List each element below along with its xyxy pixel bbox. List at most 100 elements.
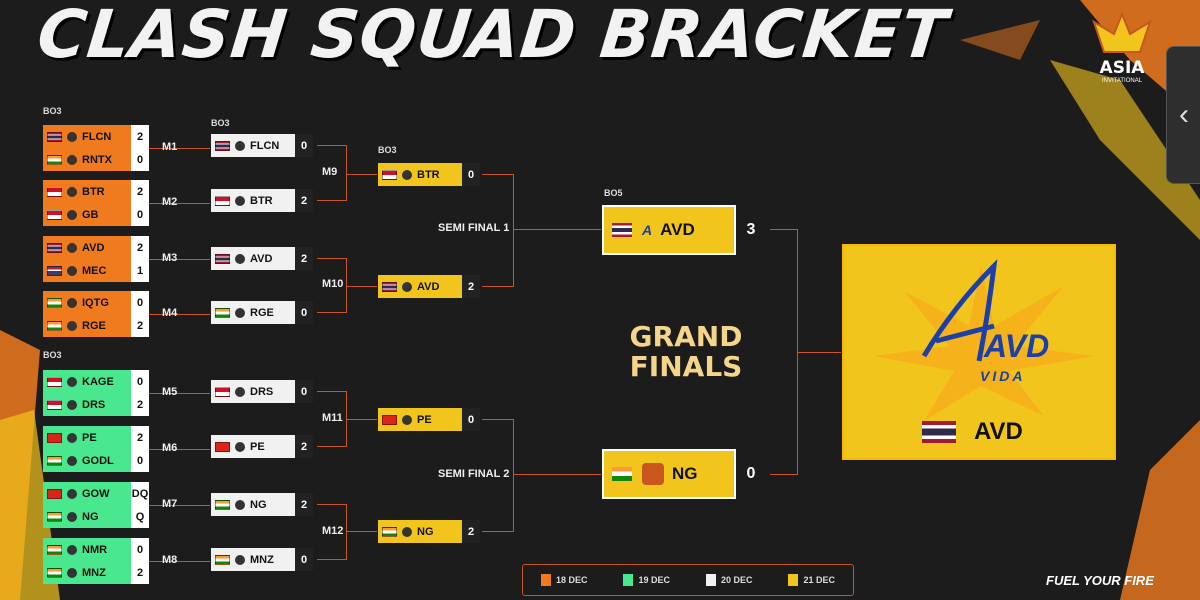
bracket-connector: [346, 145, 347, 201]
flag-icon: [215, 386, 230, 397]
team-logo-icon: [235, 253, 245, 264]
thailand-flag-icon: [612, 223, 632, 237]
flag-icon: [47, 131, 62, 142]
team-name: AVD: [417, 280, 440, 293]
team-score: 0: [295, 380, 313, 403]
team-logo-icon: [67, 265, 77, 276]
team-logo-icon: [402, 281, 412, 292]
team-name: NG: [417, 525, 434, 538]
team-logo-icon: [67, 399, 77, 410]
flag-icon: [47, 544, 62, 555]
team-logo-icon: [67, 242, 77, 253]
team-logo-icon: [235, 441, 245, 452]
team-logo-icon: [235, 499, 245, 510]
flag-icon: [215, 307, 230, 318]
team-logo-icon: [67, 432, 77, 443]
flag-icon: [47, 488, 62, 499]
flag-icon: [215, 441, 230, 452]
bracket-connector: [182, 449, 210, 450]
date-legend: 18 DEC 19 DEC 20 DEC 21 DEC: [522, 564, 854, 596]
team-score: 0: [131, 449, 149, 472]
bracket-connector: [482, 419, 514, 420]
team-logo-icon: [402, 526, 412, 537]
bracket-connector: [482, 286, 514, 287]
bracket-connector: [182, 561, 210, 562]
team-score: 0: [295, 548, 313, 571]
semi-final-1-label: SEMI FINAL 1: [438, 222, 510, 234]
team-name: BTR: [250, 194, 273, 207]
team-slot[interactable]: AVD 2: [378, 275, 480, 298]
flag-icon: [47, 399, 62, 410]
bracket-connector: [317, 200, 347, 201]
legend-date: 18 DEC: [555, 575, 588, 585]
bracket-connector: [770, 229, 798, 230]
team-score: 0: [131, 370, 149, 393]
team-logo-icon: [67, 511, 77, 522]
bracket-connector: [317, 258, 347, 259]
team-logo-icon: [235, 307, 245, 318]
legend-item: 20 DEC: [705, 574, 753, 586]
team-logo-icon: [67, 488, 77, 499]
team-score: 2: [295, 189, 313, 212]
team-score: 2: [462, 275, 480, 298]
final-slot-bottom[interactable]: NG 0: [602, 449, 766, 499]
side-panel-toggle[interactable]: ‹: [1166, 46, 1200, 184]
team-name: BTR: [417, 168, 440, 181]
team-name: NG: [250, 498, 267, 511]
legend-swatch: [705, 574, 716, 586]
format-label: BO3: [43, 106, 62, 116]
final-slot-top[interactable]: A AVD 3: [602, 205, 766, 255]
flag-icon: [47, 376, 62, 387]
team-score: 0: [295, 134, 313, 157]
team-slot[interactable]: GODL 0: [43, 449, 149, 472]
format-label: BO5: [604, 188, 623, 198]
bracket-connector: [149, 449, 204, 450]
team-name: AVD: [82, 241, 105, 254]
team-name: FLCN: [82, 130, 112, 143]
team-score: DQ: [131, 482, 149, 505]
flag-icon: [215, 554, 230, 565]
legend-swatch: [788, 574, 799, 586]
team-logo-icon: [67, 320, 77, 331]
flag-icon: [47, 186, 62, 197]
semi-final-2-label: SEMI FINAL 2: [438, 468, 510, 480]
team-slot[interactable]: BTR 2: [211, 189, 313, 212]
team-name: GODL: [82, 454, 114, 467]
format-label: BO3: [378, 145, 397, 155]
bracket-connector: [149, 203, 204, 204]
flag-icon: [215, 499, 230, 510]
bracket-connector: [317, 559, 347, 560]
bracket-connector: [182, 148, 210, 149]
match-label: M12: [322, 524, 344, 537]
india-flag-icon: [612, 467, 632, 481]
team-logo-icon: [235, 386, 245, 397]
flag-icon: [47, 320, 62, 331]
team-logo-icon: [67, 567, 77, 578]
legend-item: 18 DEC: [540, 574, 588, 586]
